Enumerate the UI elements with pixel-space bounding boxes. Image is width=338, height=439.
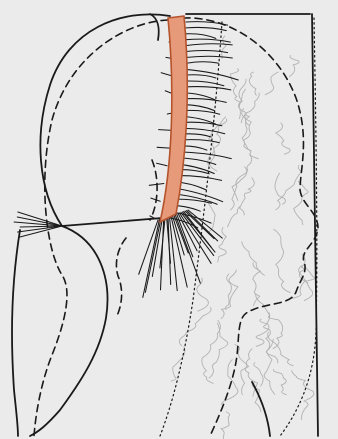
- highlighted-incision-band: [160, 16, 187, 222]
- texture-stroke: [222, 36, 227, 59]
- texture-stroke: [275, 165, 301, 210]
- fibre-line: [20, 226, 62, 237]
- texture-stroke: [225, 274, 231, 310]
- texture-stroke: [218, 227, 227, 262]
- fibre-line: [159, 130, 173, 131]
- fibre-line: [186, 34, 216, 39]
- tissue-texture: [171, 36, 315, 439]
- fibre-line: [186, 39, 230, 42]
- texture-stroke: [221, 412, 229, 439]
- texture-stroke: [240, 178, 255, 216]
- texture-stroke: [273, 369, 286, 394]
- fibre-line: [185, 75, 216, 78]
- texture-stroke: [231, 69, 247, 123]
- fibre-line: [145, 219, 161, 292]
- fibre-line: [184, 81, 224, 86]
- fibre-line: [157, 147, 170, 148]
- texture-stroke: [179, 307, 211, 346]
- texture-stroke: [264, 312, 278, 363]
- fibre-line: [186, 56, 233, 58]
- fibre-line: [143, 220, 160, 298]
- fibre-line: [183, 99, 226, 103]
- fibre-line: [17, 217, 62, 226]
- texture-stroke: [208, 202, 216, 233]
- texture-stroke: [254, 362, 263, 386]
- fibre-line: [185, 211, 214, 239]
- texture-stroke: [274, 229, 291, 293]
- fibre-line: [185, 62, 218, 64]
- texture-stroke: [292, 370, 314, 420]
- texture-stroke: [242, 114, 259, 159]
- fibre-line: [157, 163, 168, 166]
- texture-stroke: [202, 320, 221, 383]
- texture-stroke: [222, 359, 238, 405]
- fibre-line: [186, 27, 226, 30]
- texture-stroke: [197, 278, 209, 312]
- fibre-line: [184, 87, 231, 90]
- texture-stroke: [276, 123, 290, 155]
- texture-stroke: [249, 72, 256, 96]
- texture-stroke: [275, 173, 285, 205]
- radiating-fibres: [139, 20, 239, 297]
- left-fibre-tuft: [14, 212, 62, 237]
- texture-stroke: [242, 241, 265, 275]
- texture-stroke: [265, 72, 279, 95]
- texture-stroke: [209, 323, 228, 379]
- texture-stroke: [227, 206, 240, 227]
- texture-stroke: [289, 55, 299, 77]
- texture-stroke: [230, 154, 251, 210]
- texture-stroke: [253, 263, 260, 307]
